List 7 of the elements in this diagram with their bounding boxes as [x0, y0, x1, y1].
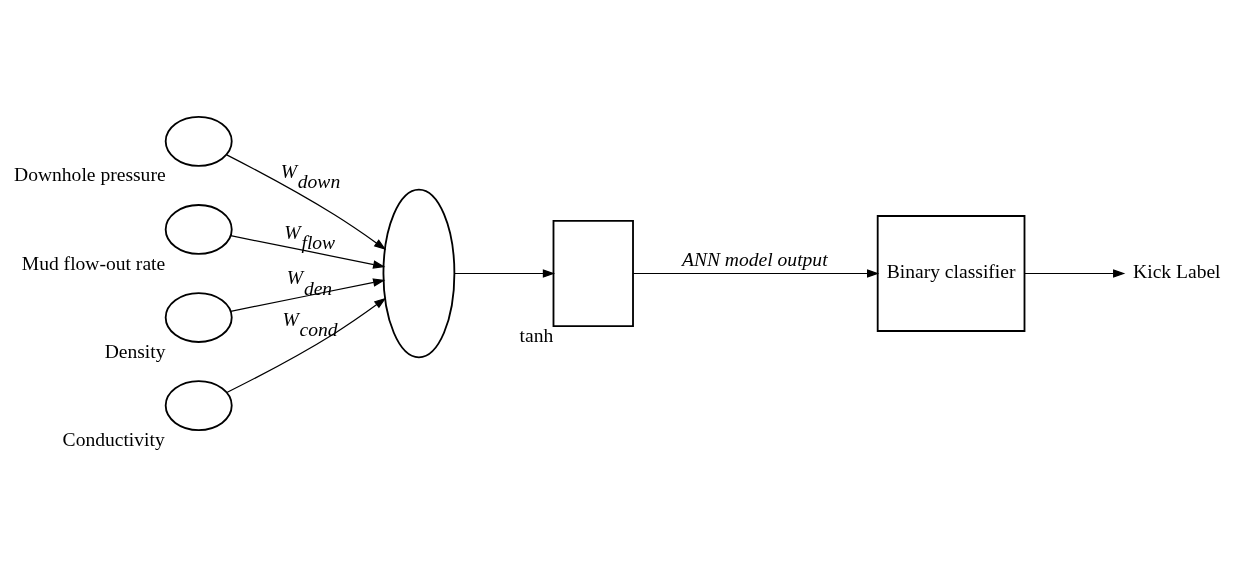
edge-label: ANN model output — [681, 248, 828, 270]
node-label: Conductivity — [62, 428, 165, 450]
node-label: tanh — [519, 324, 554, 346]
node-label: Density — [104, 340, 166, 362]
node-label: Downhole pressure — [14, 164, 166, 186]
node-label: Mud flow-out rate — [21, 252, 166, 274]
node-text: Kick Label — [1133, 261, 1221, 283]
